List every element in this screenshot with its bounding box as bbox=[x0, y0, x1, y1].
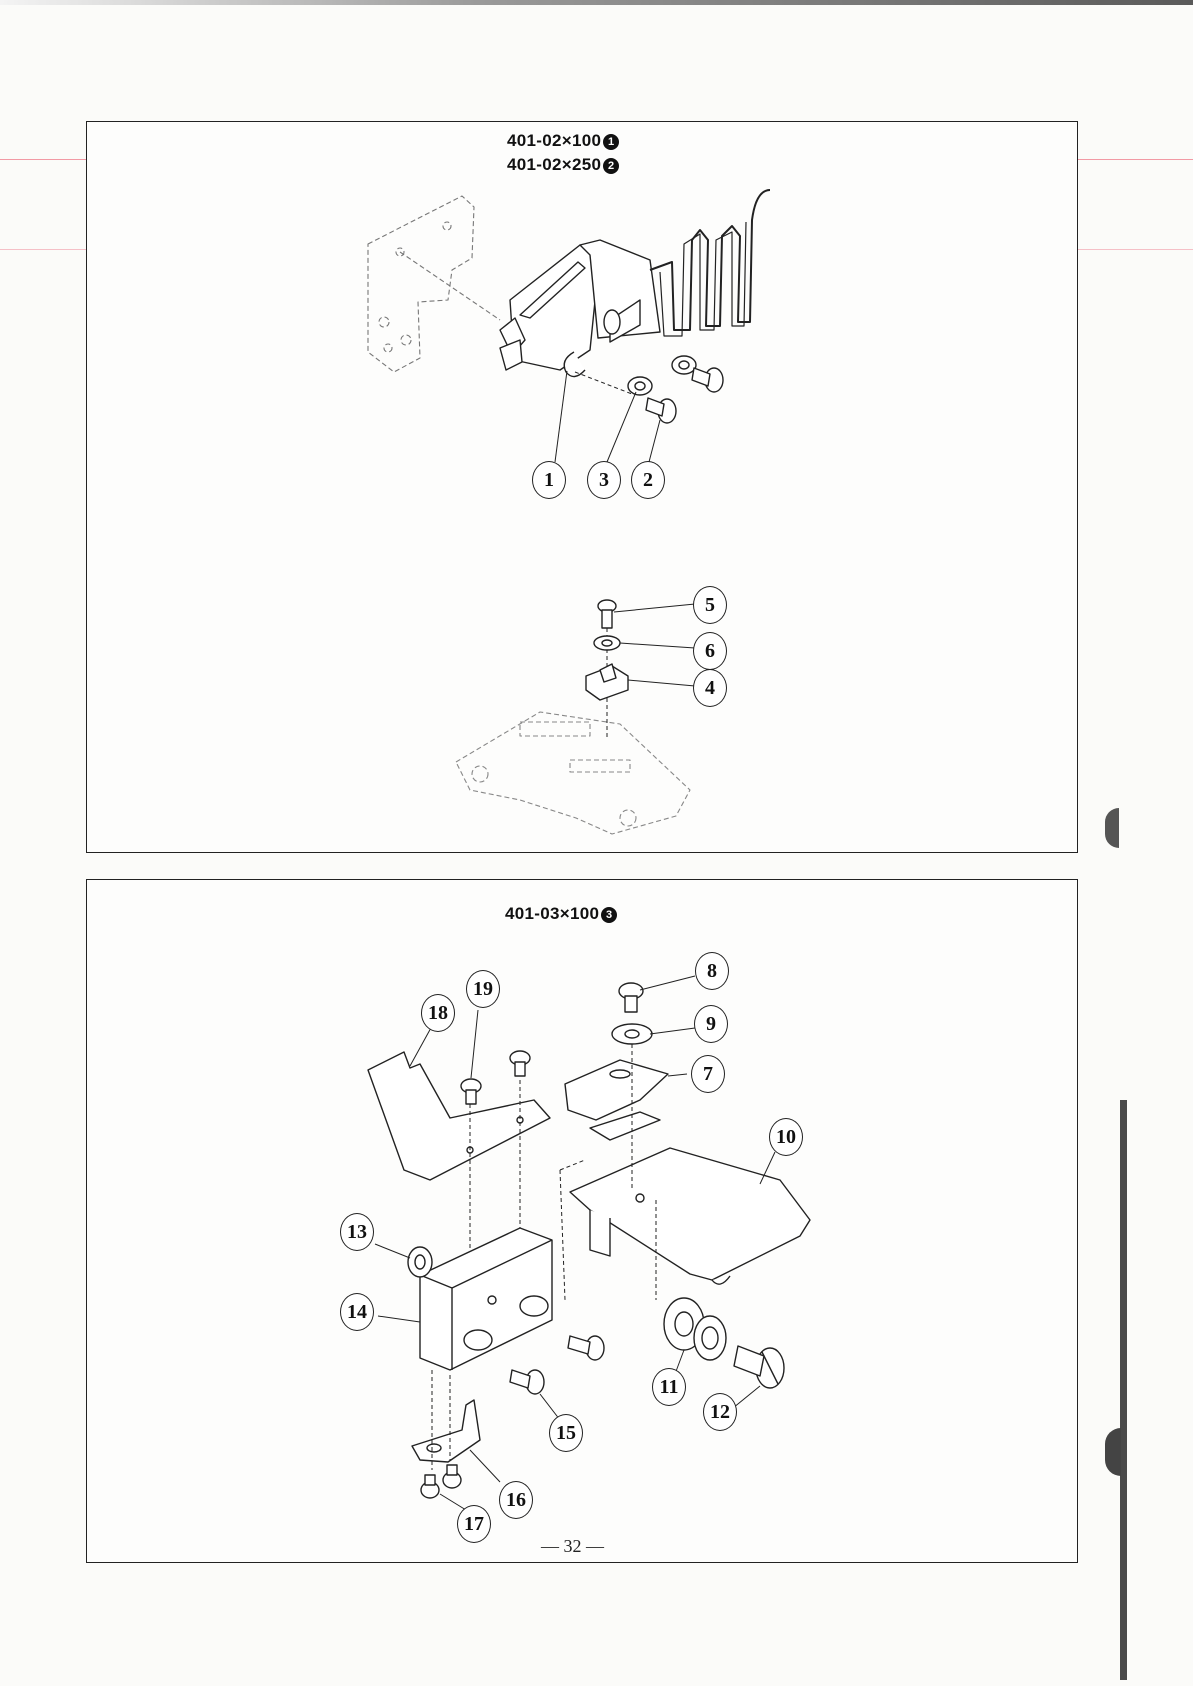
folder-guide-part bbox=[500, 240, 660, 377]
clip-part bbox=[412, 1400, 480, 1462]
screw bbox=[421, 1465, 461, 1498]
washer bbox=[628, 377, 652, 395]
part-callout: 6 bbox=[693, 632, 727, 670]
screw bbox=[619, 983, 643, 1012]
screw bbox=[692, 368, 723, 392]
part-callout: 1 bbox=[532, 461, 566, 499]
binder-hole bbox=[1105, 808, 1119, 848]
washer bbox=[612, 1024, 652, 1044]
screw bbox=[510, 1336, 604, 1394]
nut bbox=[408, 1247, 432, 1277]
ghost-needle-plate bbox=[456, 712, 690, 834]
part-callout: 17 bbox=[457, 1505, 491, 1543]
binder-edge bbox=[1120, 1100, 1127, 1680]
part-callout: 8 bbox=[695, 952, 729, 990]
block-part bbox=[586, 664, 628, 700]
part-callout: 18 bbox=[421, 994, 455, 1032]
screw bbox=[734, 1346, 784, 1388]
part-callout: 11 bbox=[652, 1368, 686, 1406]
page-number: — 32 — bbox=[541, 1536, 604, 1557]
binder-hole bbox=[1105, 1428, 1121, 1476]
part-callout: 4 bbox=[693, 669, 727, 707]
part-callout: 7 bbox=[691, 1055, 725, 1093]
part-callout: 9 bbox=[694, 1005, 728, 1043]
washer bbox=[694, 1316, 726, 1360]
part-callout: 13 bbox=[340, 1213, 374, 1251]
part-callout: 16 bbox=[499, 1481, 533, 1519]
ghost-bracket-outline bbox=[368, 196, 500, 372]
part-callout: 2 bbox=[631, 461, 665, 499]
part-callout: 5 bbox=[693, 586, 727, 624]
screw bbox=[598, 600, 616, 628]
screw bbox=[646, 398, 676, 423]
washer bbox=[672, 356, 696, 374]
part-callout: 15 bbox=[549, 1414, 583, 1452]
wire-guide bbox=[650, 190, 770, 330]
part-callout: 12 bbox=[703, 1393, 737, 1431]
bracket-part bbox=[565, 1060, 668, 1140]
part-callout: 10 bbox=[769, 1118, 803, 1156]
part-callout: 3 bbox=[587, 461, 621, 499]
part-callout: 14 bbox=[340, 1293, 374, 1331]
part-callout: 19 bbox=[466, 970, 500, 1008]
table-plate-part bbox=[570, 1148, 810, 1284]
washer bbox=[594, 636, 620, 650]
mount-block-part bbox=[420, 1228, 552, 1370]
leader-lines bbox=[614, 604, 695, 686]
